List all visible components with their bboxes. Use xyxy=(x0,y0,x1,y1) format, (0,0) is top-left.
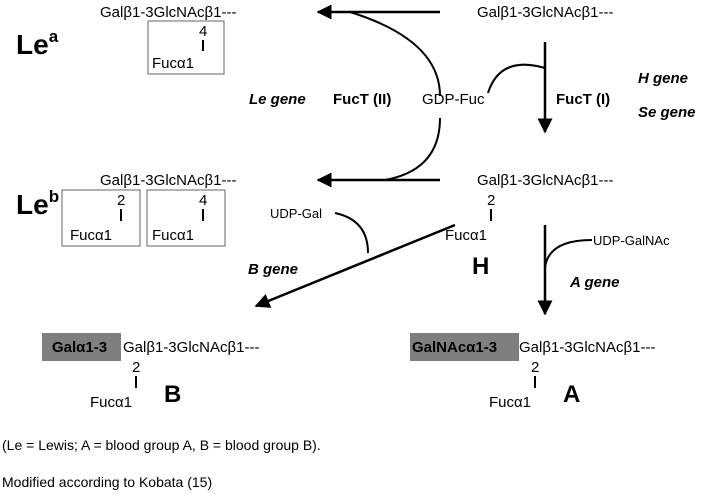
lea-chain: Galβ1-3GlcNAcβ1--- xyxy=(100,4,236,21)
a-gene-label: A gene xyxy=(569,274,619,291)
fuct2-upper-curve xyxy=(349,11,441,97)
h-fucose: Fucα1 xyxy=(445,227,487,244)
h-label: H xyxy=(472,253,489,280)
le-gene-label: Le gene xyxy=(249,91,306,108)
fuct2-lower-curve xyxy=(384,117,441,181)
lea-linkage-position: 4 xyxy=(199,23,207,40)
leb-fucose-box-1 xyxy=(61,189,141,247)
gdp-fuc-label: GDP-Fuc xyxy=(422,91,485,108)
source-footnote: Modified according to Kobata (15) xyxy=(2,474,212,490)
lea-fucose-box xyxy=(147,20,225,75)
b-fucose: Fucα1 xyxy=(90,394,132,411)
b-terminal-highlight xyxy=(42,333,121,361)
a-label: A xyxy=(563,381,580,408)
a-terminal-highlight xyxy=(410,333,519,361)
a-terminal-sugar: GalNAcα1-3 xyxy=(412,339,497,356)
lea-label: Lea xyxy=(16,27,59,60)
b-label: B xyxy=(164,381,181,408)
precursor-chain: Galβ1-3GlcNAcβ1--- xyxy=(477,4,613,21)
h-linkage-position: 2 xyxy=(487,192,495,209)
b-chain: Galβ1-3GlcNAcβ1--- xyxy=(123,339,259,356)
leb-fucose-box-2 xyxy=(146,189,226,247)
a-chain: Galβ1-3GlcNAcβ1--- xyxy=(519,339,655,356)
a-fucose: Fucα1 xyxy=(489,394,531,411)
leb-chain: Galβ1-3GlcNAcβ1--- xyxy=(100,172,236,189)
b-gene-label: B gene xyxy=(248,261,298,278)
leb-linkage-position-1: 2 xyxy=(117,192,125,209)
arrow-to-b xyxy=(254,223,456,308)
udp-galnac-label: UDP-GalNAc xyxy=(593,233,670,248)
h-chain: Galβ1-3GlcNAcβ1--- xyxy=(477,172,613,189)
udp-galnac-donor-curve xyxy=(544,239,593,269)
a-linkage-position: 2 xyxy=(531,359,539,376)
leb-linkage-position-2: 4 xyxy=(199,192,207,209)
lea-fucose: Fucα1 xyxy=(152,55,194,72)
fuct2-label: FucT (II) xyxy=(333,91,391,108)
legend-footnote: (Le = Lewis; A = blood group A, B = bloo… xyxy=(2,437,321,453)
gdp-fuc-donor-curve xyxy=(487,63,546,94)
leb-fucose-2: Fucα1 xyxy=(152,227,194,244)
udp-gal-donor-curve xyxy=(334,212,369,254)
udp-gal-label: UDP-Gal xyxy=(270,206,322,221)
leb-label: Leb xyxy=(16,187,59,220)
fuct1-label: FucT (I) xyxy=(556,91,610,108)
se-gene-label: Se gene xyxy=(638,104,696,121)
b-terminal-sugar: Galα1-3 xyxy=(52,339,107,356)
h-gene-label: H gene xyxy=(638,70,688,87)
b-linkage-position: 2 xyxy=(132,359,140,376)
leb-fucose-1: Fucα1 xyxy=(70,227,112,244)
